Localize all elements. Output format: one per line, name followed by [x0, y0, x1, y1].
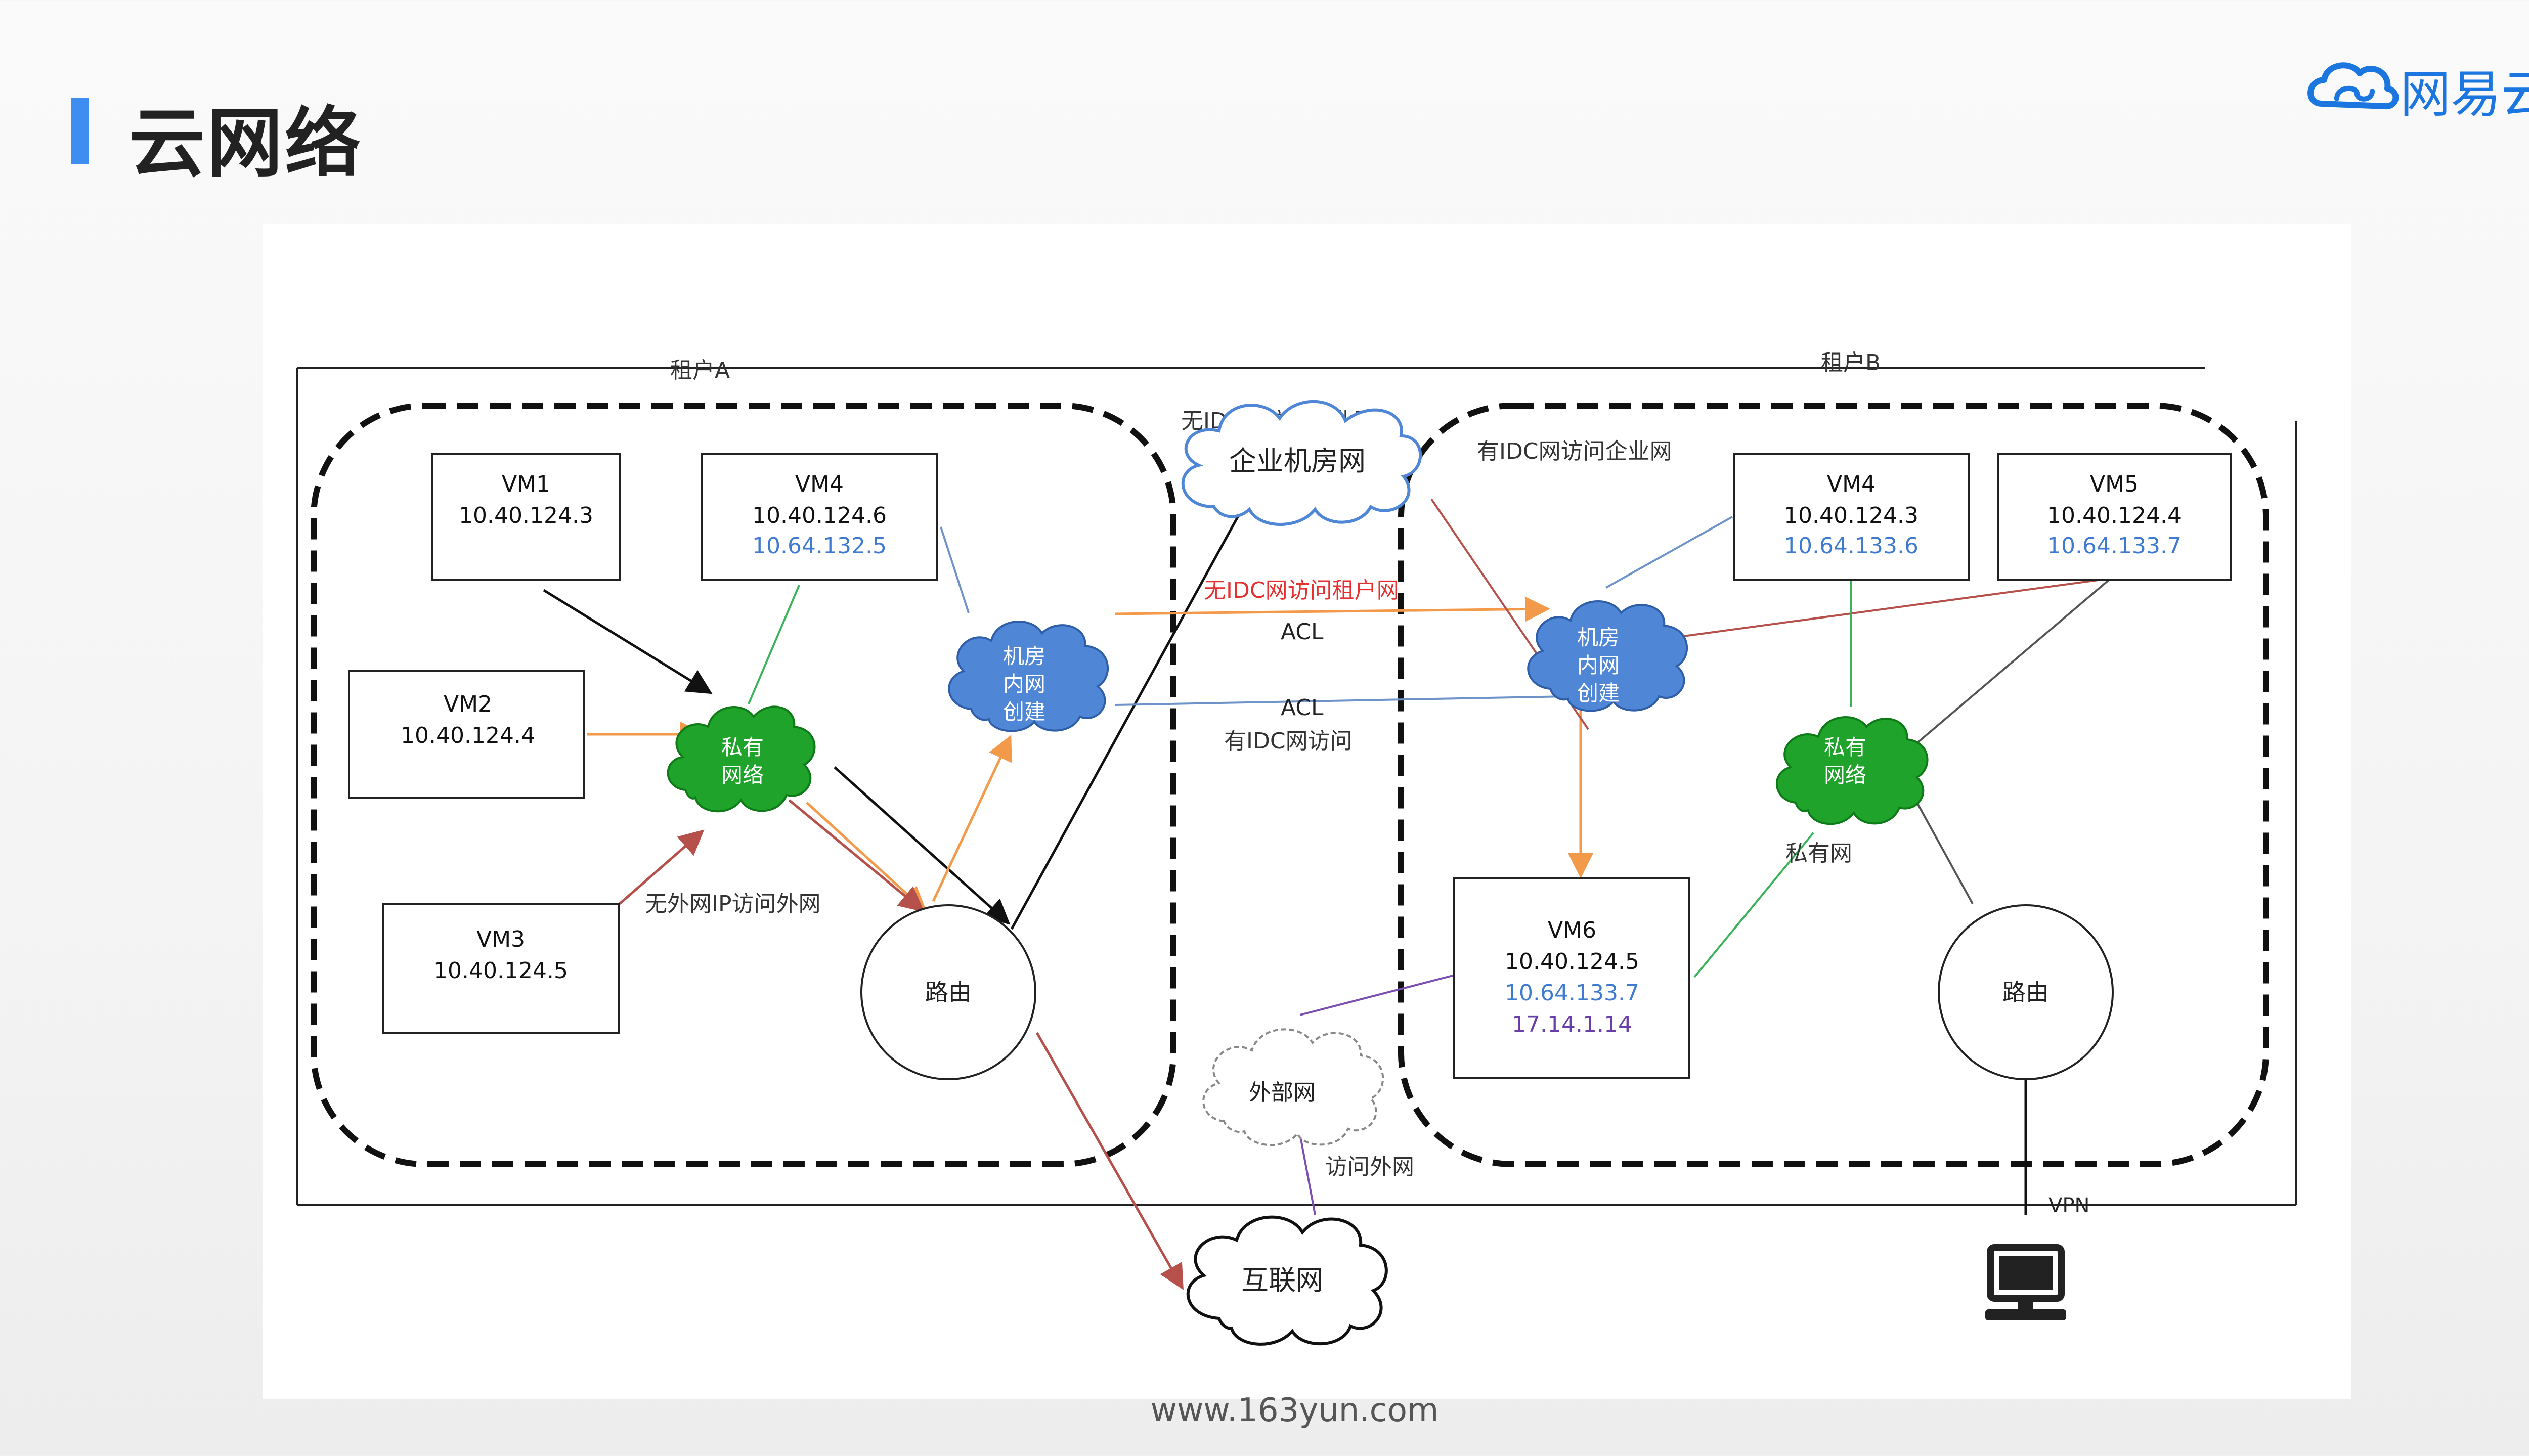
svg-text:VM5: VM5: [2090, 471, 2139, 497]
svg-text:VM3: VM3: [476, 926, 525, 952]
vm-box-a-vm1[interactable]: VM1 10.40.124.3: [431, 453, 621, 581]
svg-text:10.64.133.7: 10.64.133.7: [2047, 533, 2182, 559]
edge-vm3-private: [619, 829, 705, 905]
edge-vm4a-private: [748, 585, 800, 704]
vm-box-a-vm4[interactable]: VM4 10.40.124.6 10.64.132.5: [701, 453, 938, 581]
edge-vm5-private-b: [1908, 577, 2113, 751]
edge-router-idc-orange: [932, 734, 1012, 902]
svg-text:机房: 机房: [1003, 644, 1045, 669]
edge-idc-a-acl: [1115, 695, 1568, 706]
svg-text:网络: 网络: [721, 763, 764, 787]
label-acl-2: ACL: [1281, 695, 1324, 721]
edge-idc-a-idc-b: [1115, 596, 1550, 622]
edge-private-router-red: [788, 799, 925, 912]
computer-icon: [1985, 1244, 2066, 1320]
diagram-panel: 租户A 租户B 无IDC网访问企业网 有IDC网访: [263, 224, 2351, 1399]
edge-vm4a-idc: [940, 526, 970, 613]
svg-text:外部网: 外部网: [1249, 1080, 1316, 1106]
edge-router-internet: [1035, 1032, 1184, 1290]
tenant-a-label: 租户A: [670, 358, 730, 383]
svg-text:10.40.124.6: 10.40.124.6: [752, 503, 887, 528]
edge-vm6-external: [1299, 974, 1457, 1016]
label-no-external-ip: 无外网IP访问外网: [645, 891, 821, 917]
edge-vm6-private-b: [1693, 832, 1814, 978]
tenant-b-label: 租户B: [1821, 350, 1881, 376]
brand-name: 网易云: [2400, 65, 2529, 124]
label-private-net: 私有网: [1785, 841, 1852, 866]
label-has-idc-enterprise: 有IDC网访问企业网: [1477, 438, 1672, 464]
footer-url: www.163yun.com: [1150, 1392, 1439, 1429]
external-network-cloud[interactable]: 外部网: [1202, 1028, 1384, 1146]
svg-text:路由: 路由: [2002, 979, 2049, 1006]
svg-text:路由: 路由: [925, 979, 972, 1006]
svg-text:私有: 私有: [721, 735, 764, 760]
router-a[interactable]: 路由: [860, 904, 1036, 1080]
edge-vm1-private: [543, 589, 713, 694]
svg-text:VM4: VM4: [1827, 471, 1876, 497]
svg-text:VM6: VM6: [1548, 917, 1596, 943]
title-accent-bar: [71, 98, 89, 164]
private-network-cloud-b[interactable]: 私有 网络: [1776, 716, 1929, 825]
label-no-idc-tenant: 无IDC网访问租户网: [1204, 578, 1399, 603]
idc-cloud-a[interactable]: 机房 内网 创建: [948, 621, 1109, 732]
label-vpn: VPN: [2048, 1194, 2089, 1217]
edge-external-internet: [1299, 1133, 1316, 1215]
svg-text:10.40.124.3: 10.40.124.3: [459, 503, 593, 528]
svg-text:内网: 内网: [1577, 653, 1620, 678]
svg-text:互联网: 互联网: [1241, 1264, 1323, 1296]
vm-box-a-vm2[interactable]: VM2 10.40.124.4: [348, 670, 585, 799]
tenant-a-region: [311, 403, 1176, 1167]
svg-text:创建: 创建: [1577, 681, 1620, 705]
svg-text:17.14.1.14: 17.14.1.14: [1512, 1011, 1632, 1037]
label-has-idc-access: 有IDC网访问: [1224, 728, 1353, 754]
svg-text:10.64.133.7: 10.64.133.7: [1505, 980, 1639, 1006]
vm-box-b-vm5[interactable]: VM5 10.40.124.4 10.64.133.7: [1997, 453, 2232, 581]
svg-text:10.40.124.4: 10.40.124.4: [2047, 503, 2182, 528]
svg-text:私有: 私有: [1824, 735, 1866, 760]
svg-text:企业机房网: 企业机房网: [1229, 445, 1366, 477]
label-access-external: 访问外网: [1325, 1154, 1414, 1180]
cloud-logo-icon: [2307, 62, 2399, 109]
tenant-b-region: [1398, 403, 2269, 1167]
svg-text:10.40.124.5: 10.40.124.5: [1505, 949, 1639, 975]
enterprise-cloud[interactable]: 企业机房网: [1181, 400, 1422, 526]
svg-text:10.40.124.5: 10.40.124.5: [433, 958, 568, 984]
vm-box-a-vm3[interactable]: VM3 10.40.124.5: [382, 903, 620, 1034]
svg-text:10.64.133.6: 10.64.133.6: [1784, 533, 1918, 559]
svg-text:10.40.124.4: 10.40.124.4: [401, 723, 535, 748]
svg-text:VM4: VM4: [795, 471, 844, 497]
vm-box-b-vm4[interactable]: VM4 10.40.124.3 10.64.133.6: [1733, 453, 1970, 581]
svg-text:网络: 网络: [1824, 763, 1866, 787]
private-network-cloud-a[interactable]: 私有 网络: [667, 705, 816, 813]
svg-text:VM1: VM1: [502, 471, 550, 497]
router-b[interactable]: 路由: [1938, 904, 2114, 1080]
network-diagram: 租户A 租户B 无IDC网访问企业网 有IDC网访: [296, 350, 2297, 1346]
edge-private-router-orange: [806, 802, 927, 912]
svg-text:VM2: VM2: [444, 691, 492, 717]
idc-cloud-b[interactable]: 机房 内网 创建: [1527, 600, 1688, 712]
edge-private-router: [834, 766, 1011, 925]
svg-text:10.40.124.3: 10.40.124.3: [1784, 503, 1918, 528]
page-title: 云网络: [129, 100, 363, 188]
edge-router-enterprise: [1010, 482, 1257, 930]
svg-text:内网: 内网: [1003, 672, 1045, 696]
vm-box-b-vm6[interactable]: VM6 10.40.124.5 10.64.133.7 17.14.1.14: [1453, 877, 1690, 1079]
edge-idc-b-vm5: [1631, 577, 2117, 644]
edge-vm4b-idc: [1605, 516, 1733, 589]
label-acl-1: ACL: [1281, 619, 1324, 645]
edge-private-b-router: [1916, 802, 1974, 904]
svg-text:10.64.132.5: 10.64.132.5: [752, 533, 887, 559]
svg-text:机房: 机房: [1577, 625, 1620, 650]
svg-text:创建: 创建: [1003, 699, 1045, 724]
outer-frame: [296, 367, 2297, 1206]
internet-cloud[interactable]: 互联网: [1186, 1215, 1388, 1346]
